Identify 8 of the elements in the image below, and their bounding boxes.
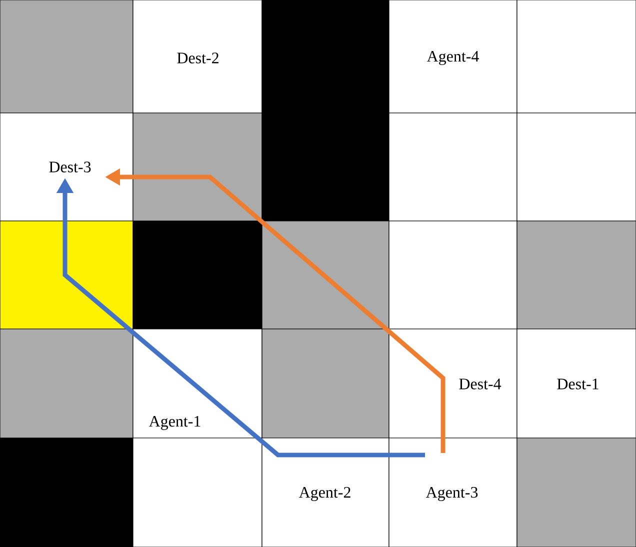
cell-label: Dest-2 (177, 52, 218, 64)
cell-label: Dest-4 (459, 378, 502, 390)
cell-label: Agent-1 (148, 416, 200, 430)
cell-label: Dest-1 (557, 378, 598, 390)
cell-label: Dest-3 (49, 162, 91, 172)
cell-label: Agent-4 (426, 51, 479, 65)
cell-label: Agent-3 (426, 487, 478, 502)
cell-label: Agent-2 (298, 487, 350, 502)
